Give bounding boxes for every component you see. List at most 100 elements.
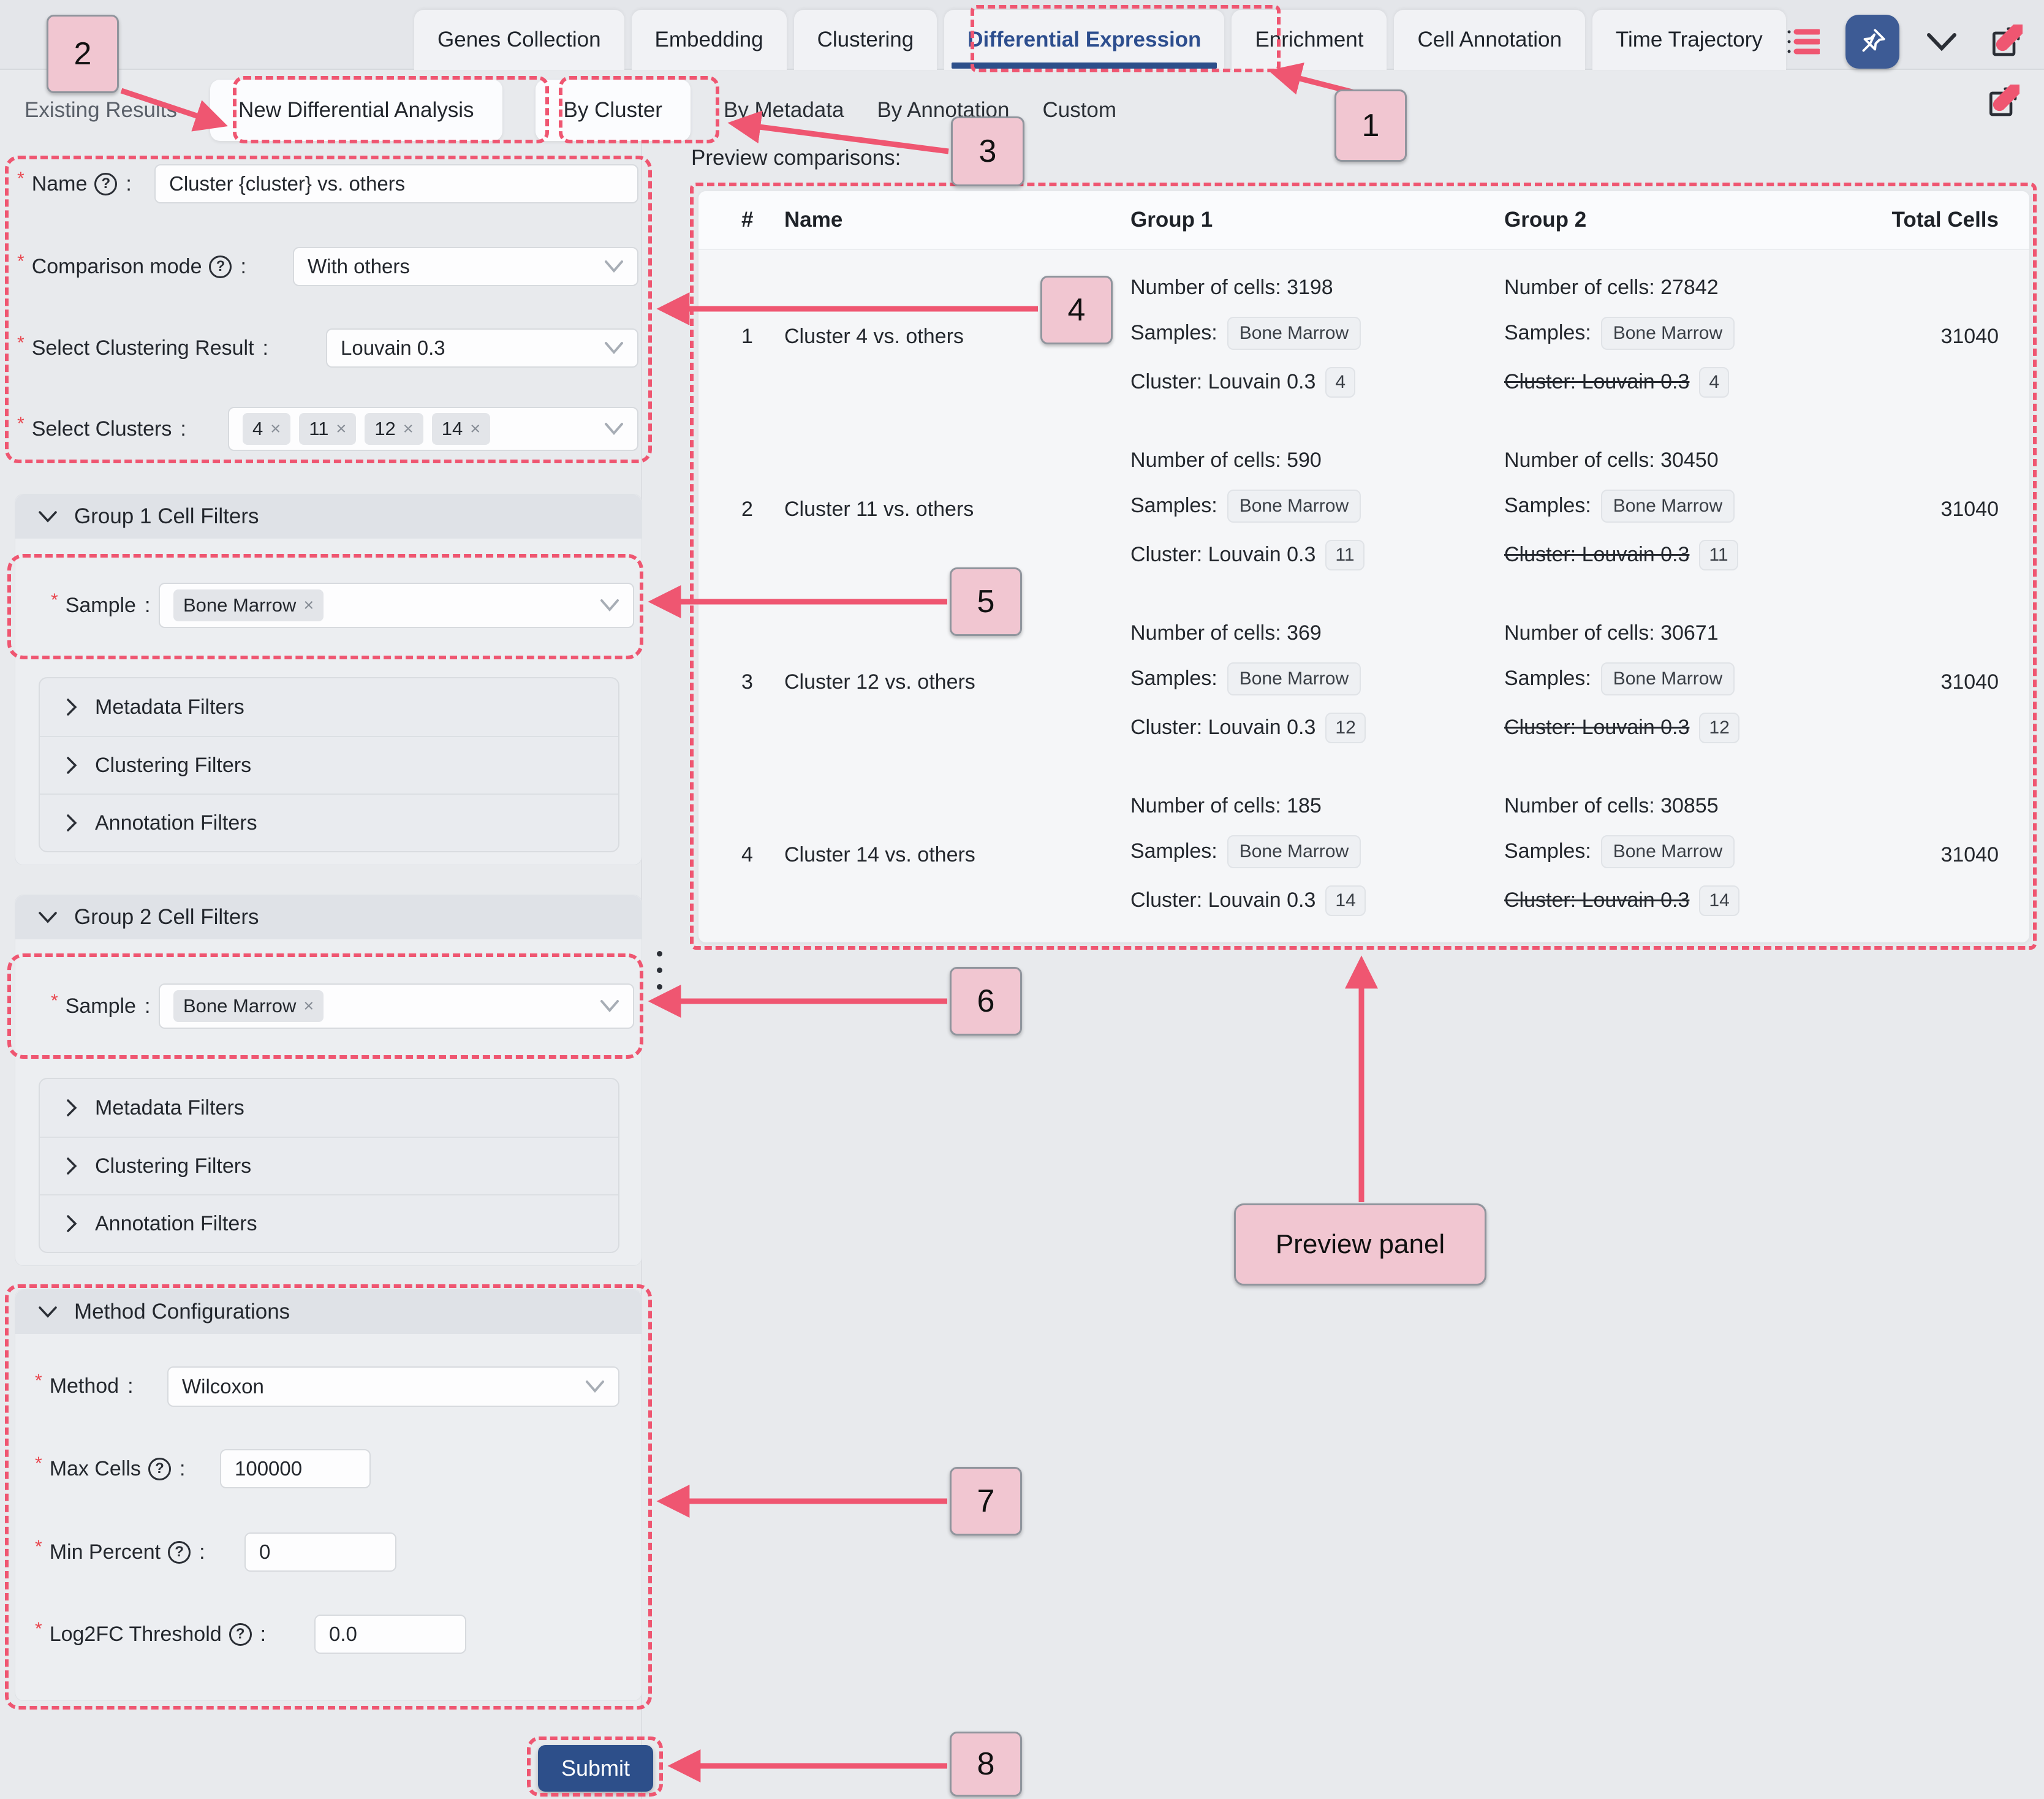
table-row[interactable]: 4 Cluster 14 vs. others Number of cells:… [698,768,2029,941]
subtab-custom[interactable]: Custom [1042,98,1117,122]
comparison-mode-value: With others [308,255,410,278]
remove-tag-icon[interactable]: × [303,996,314,1016]
group2-header[interactable]: Group 2 Cell Filters [15,895,642,939]
collapse-chevron-icon [39,912,57,923]
comparison-name: Cluster 4 vs. others [784,324,964,348]
method-select[interactable]: Wilcoxon [167,1366,619,1407]
group1-header[interactable]: Group 1 Cell Filters [15,494,642,539]
remove-tag-icon[interactable]: × [403,419,414,439]
cluster-label-excluded: Cluster: Louvain 0.3 [1504,370,1690,393]
samples-label: Samples: [1130,667,1217,690]
group1-metadata-filters[interactable]: Metadata Filters [40,678,618,736]
select-clusters-multiselect[interactable]: 4× 11× 12× 14× [228,407,638,451]
col-group2: Group 2 [1504,208,1587,232]
open-in-new-window-icon[interactable] [1985,82,2022,122]
name-input[interactable] [154,164,638,203]
cluster-chip: 4 [1325,366,1356,398]
cluster-label-excluded: Cluster: Louvain 0.3 [1504,716,1690,739]
help-icon[interactable]: ? [209,255,232,278]
table-row[interactable]: 3 Cluster 12 vs. others Number of cells:… [698,596,2029,768]
min-percent-input[interactable] [244,1532,396,1572]
samples-label: Samples: [1130,494,1217,517]
external-link-icon[interactable] [1984,20,2027,63]
max-cells-input[interactable] [220,1449,371,1488]
sample-tag[interactable]: Bone Marrow× [173,589,324,621]
tab-time-trajectory[interactable]: Time Trajectory [1592,10,1786,70]
subnav: Existing Results New Differential Analys… [25,78,1116,142]
remove-tag-icon[interactable]: × [270,419,281,439]
submit-button[interactable]: Submit [538,1745,653,1792]
subtab-new-differential-analysis[interactable]: New Differential Analysis [210,80,502,141]
help-icon[interactable]: ? [148,1457,171,1480]
remove-tag-icon[interactable]: × [470,419,481,439]
remove-tag-icon[interactable]: × [336,419,347,439]
select-clusters-label: * Select Clusters : [17,414,186,441]
group2-title: Group 2 Cell Filters [74,905,259,929]
group1-annotation-filters[interactable]: Annotation Filters [40,793,618,851]
tab-embedding[interactable]: Embedding [631,10,787,70]
total-cells: 31040 [1940,324,1999,348]
group1-cluster: Cluster: Louvain 0.3 4 [1130,366,1504,398]
help-icon[interactable]: ? [229,1623,252,1646]
tab-label: Clustering [817,28,914,51]
group2-clustering-filters[interactable]: Clustering Filters [40,1137,618,1194]
sample-chip: Bone Marrow [1227,316,1361,350]
comparison-mode-select[interactable]: With others [293,247,638,286]
cluster-label: Cluster: Louvain 0.3 [1130,888,1316,912]
clustering-result-value: Louvain 0.3 [341,336,445,359]
group1-sample-select[interactable]: Bone Marrow× [159,583,634,628]
tab-genes-collection[interactable]: Genes Collection [414,10,624,70]
help-icon[interactable]: ? [94,172,118,195]
group1-cell: Number of cells: 3198 Samples: Bone Marr… [1130,276,1504,398]
tab-cell-annotation[interactable]: Cell Annotation [1394,10,1585,70]
group2-sample-label: * Sample : [51,991,151,1018]
table-row[interactable]: 2 Cluster 11 vs. others Number of cells:… [698,423,2029,596]
group1-cell-count: Number of cells: 369 [1130,621,1322,645]
log2fc-threshold-input[interactable] [314,1615,466,1654]
clustering-result-select[interactable]: Louvain 0.3 [326,328,638,368]
remove-tag-icon[interactable]: × [303,595,314,615]
chevron-down-icon [600,999,619,1013]
group1-cell-count: Number of cells: 3198 [1130,275,1333,299]
subtab-by-cluster[interactable]: By Cluster [535,80,691,141]
annotation-badge-1: 1 [1334,89,1407,162]
group2-annotation-filters[interactable]: Annotation Filters [40,1194,618,1252]
tab-enrichment[interactable]: Enrichment [1232,10,1387,70]
expand-chevron-icon [67,699,77,716]
group1-cell: Number of cells: 369 Samples: Bone Marro… [1130,621,1504,743]
group1-samples: Samples: Bone Marrow [1130,316,1504,350]
required-asterisk: * [17,414,25,434]
tab-differential-expression[interactable]: Differential Expression [944,10,1225,70]
total-cells: 31040 [1940,843,1999,866]
cluster-tag[interactable]: 4× [243,413,291,445]
cluster-tag[interactable]: 11× [299,413,357,445]
panel-drag-handle-icon[interactable] [657,951,662,990]
tab-label: Genes Collection [437,28,601,51]
required-asterisk: * [17,333,25,353]
sample-chip: Bone Marrow [1600,662,1735,695]
tab-clustering[interactable]: Clustering [793,10,937,70]
group2-filters-list: Metadata Filters Clustering Filters Anno… [39,1078,619,1253]
help-icon[interactable]: ? [168,1540,191,1564]
table-row[interactable]: 1 Cluster 4 vs. others Number of cells: … [698,250,2029,423]
subtab-by-metadata[interactable]: By Metadata [723,98,844,122]
total-cells: 31040 [1940,497,1999,521]
list-icon[interactable] [1782,20,1825,63]
sample-chip: Bone Marrow [1600,316,1735,350]
name-label: * Name ? : [17,169,132,195]
preview-comparisons-table: # Name Group 1 Group 2 Total Cells 1 Clu… [698,191,2029,942]
chevron-down-icon[interactable] [1920,20,1963,63]
group2-cluster: Cluster: Louvain 0.3 12 [1504,712,1878,743]
cluster-chip: 4 [1699,366,1730,398]
group1-clustering-filters[interactable]: Clustering Filters [40,736,618,793]
cluster-tag[interactable]: 14× [431,413,491,445]
cluster-tag[interactable]: 12× [365,413,423,445]
group2-metadata-filters[interactable]: Metadata Filters [40,1079,618,1137]
pin-icon[interactable] [1845,15,1899,69]
samples-label: Samples: [1504,667,1591,690]
method-header[interactable]: Method Configurations [15,1290,642,1334]
cluster-chip: 11 [1699,539,1738,570]
group2-sample-select[interactable]: Bone Marrow× [159,983,634,1029]
subtab-existing-results[interactable]: Existing Results [25,98,177,122]
sample-tag[interactable]: Bone Marrow× [173,990,324,1022]
